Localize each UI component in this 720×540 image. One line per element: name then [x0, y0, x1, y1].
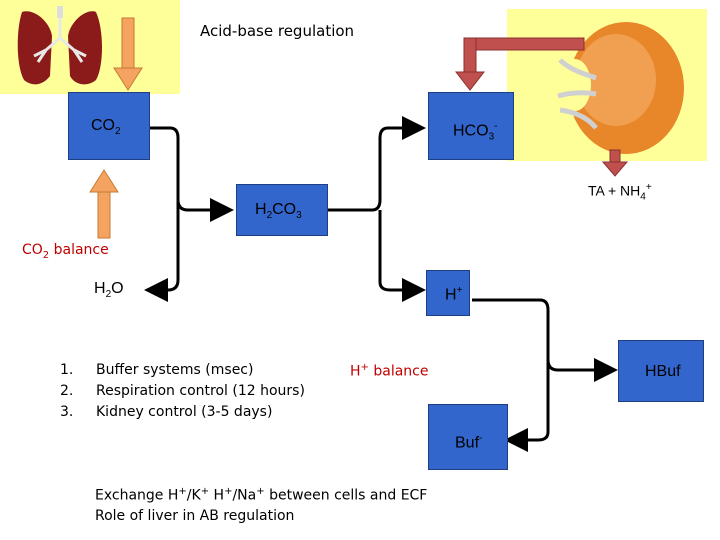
h2co3-box: H2CO3 [236, 184, 328, 236]
hbuf-label: HBuf [645, 363, 681, 380]
regulation-list: 1.Buffer systems (msec) 2.Respiration co… [60, 362, 305, 425]
list-item: 3.Kidney control (3-5 days) [60, 404, 273, 420]
buf-label: Buf [455, 434, 480, 452]
co2-balance-label: CO2 balance [22, 242, 109, 261]
hbuf-box: HBuf [618, 340, 704, 402]
co2-label: CO [91, 117, 115, 134]
ta-nh4-label: TA + NH4+ [588, 182, 652, 203]
h-label: H [445, 286, 457, 304]
liver-note: Role of liver in AB regulation [95, 508, 295, 524]
co2-box: CO2 [68, 92, 150, 160]
orange-down-arrow [113, 17, 143, 91]
exchange-note: Exchange H+/K+ H+/Na+ between cells and … [95, 486, 428, 504]
buf-box: Buf- [428, 404, 508, 470]
hco3-box: HCO3- [428, 92, 514, 160]
list-item: 2.Respiration control (12 hours) [60, 383, 305, 399]
h-box: H+ [426, 270, 470, 316]
diagram-title: Acid-base regulation [200, 22, 355, 40]
h-balance-label: H+ balance [350, 362, 429, 380]
h2o-label: H2O [94, 280, 124, 301]
red-down-arrow [601, 149, 629, 177]
list-item: 1.Buffer systems (msec) [60, 362, 254, 378]
hco3-label: HCO [453, 122, 489, 140]
h2co3-label: H [255, 201, 267, 218]
orange-up-arrow [89, 169, 119, 239]
red-elbow-arrow [454, 37, 585, 91]
